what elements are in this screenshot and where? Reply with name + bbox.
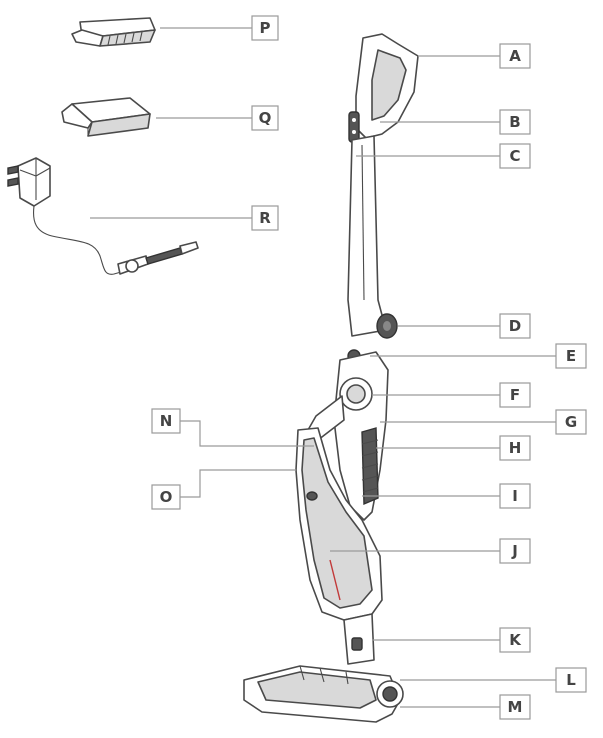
label-i: I bbox=[499, 483, 531, 509]
svg-text:B: B bbox=[509, 113, 520, 131]
vacuum-body bbox=[243, 33, 419, 723]
label-n: N bbox=[151, 408, 181, 434]
label-a: A bbox=[499, 43, 531, 69]
accessory-q-brush bbox=[61, 97, 151, 137]
svg-text:E: E bbox=[566, 347, 576, 365]
label-o: O bbox=[151, 484, 181, 510]
label-f: F bbox=[499, 382, 531, 408]
label-r: R bbox=[251, 205, 279, 231]
svg-text:I: I bbox=[512, 487, 518, 505]
svg-text:Q: Q bbox=[259, 109, 272, 127]
accessory-p-brush bbox=[71, 17, 156, 47]
label-l: L bbox=[555, 667, 587, 693]
svg-text:M: M bbox=[508, 698, 523, 716]
accessory-r-charger bbox=[7, 157, 199, 275]
label-p: P bbox=[251, 15, 279, 41]
svg-text:K: K bbox=[509, 631, 522, 649]
label-q: Q bbox=[251, 105, 279, 131]
svg-text:P: P bbox=[260, 19, 271, 37]
label-j: J bbox=[499, 538, 531, 564]
svg-text:C: C bbox=[509, 147, 520, 165]
svg-text:H: H bbox=[509, 439, 522, 457]
label-k: K bbox=[499, 627, 531, 653]
label-d: D bbox=[499, 313, 531, 339]
svg-text:G: G bbox=[565, 413, 577, 431]
label-g: G bbox=[555, 409, 587, 435]
label-m: M bbox=[499, 694, 531, 720]
label-h: H bbox=[499, 435, 531, 461]
svg-text:D: D bbox=[509, 317, 521, 335]
label-e: E bbox=[555, 343, 587, 369]
svg-text:L: L bbox=[566, 671, 576, 689]
leader-lines bbox=[90, 27, 556, 708]
svg-text:F: F bbox=[510, 386, 520, 404]
svg-text:R: R bbox=[259, 209, 271, 227]
label-c: C bbox=[499, 143, 531, 169]
svg-text:J: J bbox=[511, 542, 518, 560]
label-b: B bbox=[499, 109, 531, 135]
svg-text:A: A bbox=[509, 47, 521, 65]
svg-text:O: O bbox=[160, 488, 173, 506]
svg-text:N: N bbox=[160, 412, 173, 430]
